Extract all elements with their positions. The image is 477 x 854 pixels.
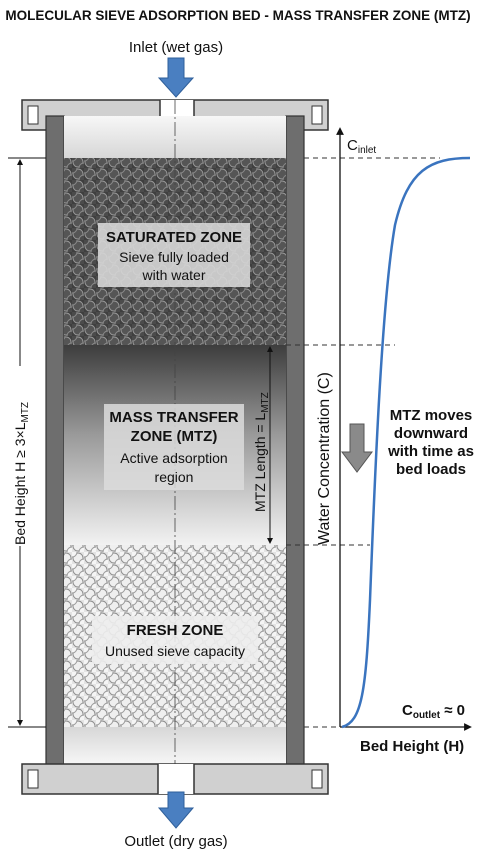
c-inlet-label: Cinlet [347, 137, 376, 156]
mtz-length-dimension: MTZ Length = LMTZ [252, 346, 273, 544]
mtz-zone-title1: MASS TRANSFER [109, 409, 238, 426]
outlet-arrow-icon [157, 791, 195, 829]
saturated-zone-title: SATURATED ZONE [106, 229, 242, 246]
mtz-note: MTZ moves downward with time as bed load… [387, 407, 474, 478]
fresh-zone-title: FRESH ZONE [127, 622, 224, 639]
mtz-note-line4: bed loads [396, 461, 466, 478]
vessel-wall-left [45, 115, 65, 783]
mtz-zone-label-box: MASS TRANSFER ZONE (MTZ) Active adsorpti… [104, 404, 244, 490]
y-axis-label: Water Concentration (C) [316, 372, 333, 545]
mtz-zone-title2: ZONE (MTZ) [131, 428, 218, 445]
vessel-wall-right [285, 115, 305, 783]
mtz-note-line2: downward [394, 425, 468, 442]
fresh-zone-line1: Unused sieve capacity [105, 643, 245, 659]
mtz-zone-line2: region [155, 469, 194, 485]
fresh-zone-label-box: FRESH ZONE Unused sieve capacity [92, 616, 258, 664]
c-outlet-label: Coutlet ≈ 0 [402, 702, 465, 721]
bed-height-label: Bed Height H ≥ 3×LMTZ [12, 402, 31, 545]
saturated-zone-line2: with water [141, 267, 205, 283]
bed-height-dimension: Bed Height H ≥ 3×LMTZ [8, 157, 46, 728]
saturated-zone-label-box: SATURATED ZONE Sieve fully loaded with w… [98, 223, 250, 287]
outlet-label: Outlet (dry gas) [124, 833, 227, 850]
inlet-label: Inlet (wet gas) [129, 39, 223, 56]
inlet-arrow-icon [157, 57, 195, 98]
diagram-title: MOLECULAR SIEVE ADSORPTION BED - MASS TR… [5, 8, 470, 23]
mtz-zone-line1: Active adsorption [120, 450, 227, 466]
mtz-note-line3: with time as [387, 443, 474, 460]
saturated-zone-line1: Sieve fully loaded [119, 249, 229, 265]
concentration-axes [336, 127, 472, 731]
x-axis-label: Bed Height (H) [360, 738, 464, 755]
vessel-bottom-flange [21, 763, 329, 795]
mtz-direction-arrow-icon [341, 423, 373, 473]
mtz-note-line1: MTZ moves [390, 407, 473, 424]
mtz-length-label: MTZ Length = LMTZ [252, 392, 271, 512]
concentration-curve [341, 156, 471, 729]
